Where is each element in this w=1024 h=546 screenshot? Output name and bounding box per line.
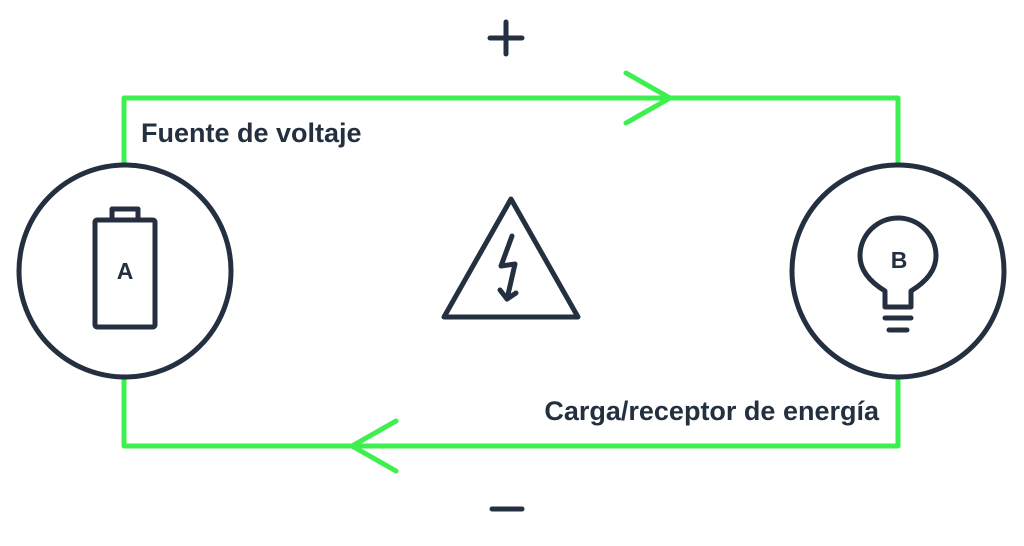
source-circle xyxy=(16,162,234,380)
arrow-left-icon xyxy=(349,418,399,474)
source-label: Fuente de voltaje xyxy=(141,118,362,148)
plus-sign-icon xyxy=(487,19,525,57)
load-label: Carga/receptor de energía xyxy=(544,396,880,426)
arrow-right-icon xyxy=(623,70,673,126)
negative-sign: − xyxy=(506,504,507,506)
energy-load: B xyxy=(789,162,1007,380)
load-circle xyxy=(789,162,1007,380)
voltage-source: A xyxy=(16,162,234,380)
circuit-wire xyxy=(121,95,901,449)
lightning-bolt-icon xyxy=(498,233,518,302)
wire-bottom xyxy=(121,377,901,449)
battery-icon xyxy=(92,206,158,330)
bulb-letter: B xyxy=(891,247,908,273)
battery-letter: A xyxy=(117,258,134,284)
wire-top-left xyxy=(121,95,901,169)
light-bulb-icon xyxy=(857,215,939,333)
high-voltage-warning-icon xyxy=(441,196,581,320)
